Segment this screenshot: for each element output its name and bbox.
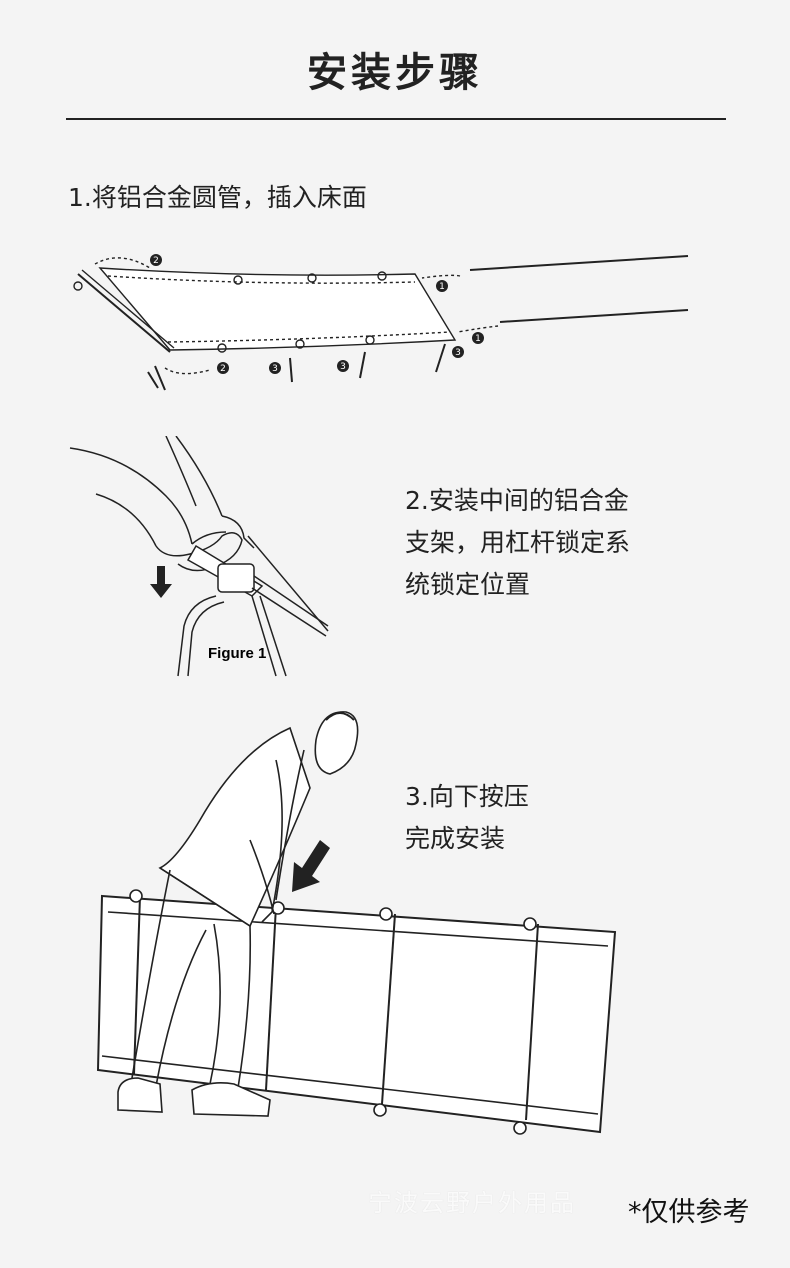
- step-1-text: 1.将铝合金圆管，插入床面: [68, 183, 367, 212]
- marker-1-icon: [436, 280, 448, 292]
- marker-label: 2: [220, 364, 226, 374]
- step-1-illustration: 2 1 1 2 3 3 3: [73, 254, 689, 391]
- step-2-line: 统锁定位置: [405, 570, 531, 599]
- marker-1-icon: [472, 332, 484, 344]
- figure-label: Figure 1: [208, 645, 266, 662]
- reference-note: *仅供参考: [628, 1197, 750, 1228]
- step-3-illustration: [96, 711, 617, 1135]
- marker-3-icon: [337, 360, 349, 372]
- marker-label: 3: [272, 364, 278, 374]
- page-title: 安装步骤: [307, 50, 483, 96]
- step-3-line: 3.向下按压: [405, 782, 529, 811]
- marker-label: 3: [455, 348, 461, 358]
- step-3-line: 完成安装: [405, 824, 506, 853]
- press-arrow-icon: [292, 840, 330, 892]
- marker-3-icon: [269, 362, 281, 374]
- step-2-text: 2.安装中间的铝合金 支架，用杠杆锁定系 统锁定位置: [405, 480, 630, 606]
- marker-label: 2: [153, 256, 159, 266]
- step-2-line: 2.安装中间的铝合金: [405, 486, 629, 515]
- step-2-illustration: Figure 1: [69, 436, 329, 677]
- down-arrow-icon: [150, 566, 172, 598]
- marker-label: 3: [340, 362, 346, 372]
- marker-label: 1: [475, 334, 481, 344]
- marker-3-icon: [452, 346, 464, 358]
- marker-2-icon: [150, 254, 162, 266]
- step-2-line: 支架，用杠杆锁定系: [405, 528, 631, 557]
- step-3-text: 3.向下按压 完成安装: [405, 776, 529, 860]
- marker-label: 1: [439, 282, 445, 292]
- title-divider: [66, 118, 726, 120]
- watermark: 宁波云野户外用品: [368, 1189, 576, 1217]
- marker-2-icon: [217, 362, 229, 374]
